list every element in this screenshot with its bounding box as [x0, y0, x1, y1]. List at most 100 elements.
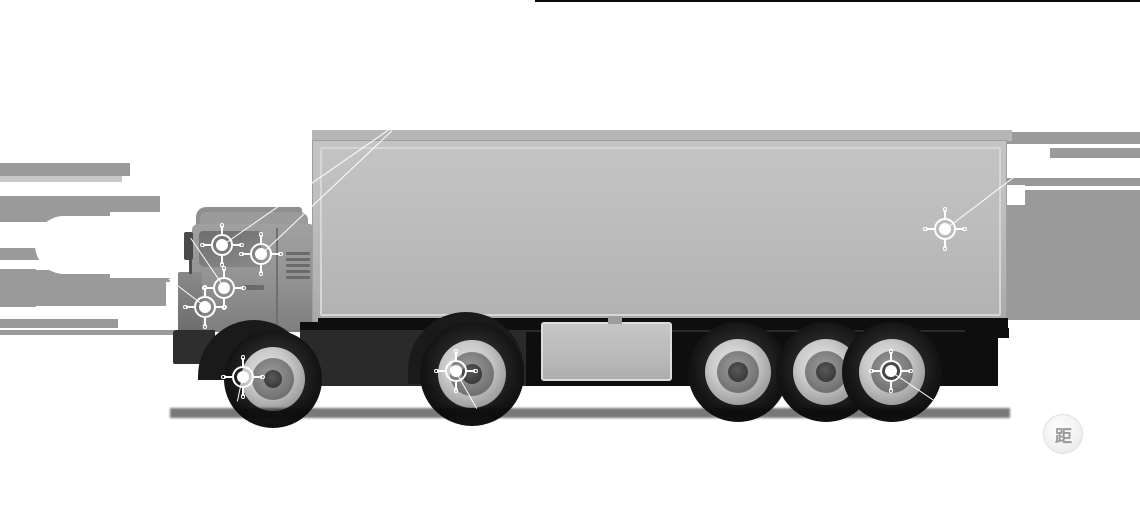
- crosshair-ring: [194, 296, 216, 318]
- crosshair-tick-bottom: [455, 382, 457, 390]
- crosshair-cap-left: [434, 368, 439, 374]
- motion-stripe: [0, 176, 122, 182]
- site-watermark-logo: 距: [1043, 414, 1083, 454]
- crosshair-cap-top: [942, 207, 948, 212]
- crosshair-tick-top: [221, 226, 223, 234]
- crosshair-core-dot: [237, 371, 249, 383]
- motion-stripe: [1000, 132, 1140, 144]
- top-rule: [535, 0, 1140, 2]
- crosshair-cap-right: [278, 251, 283, 257]
- crosshair-tick-right: [902, 370, 910, 372]
- motion-stripe: [0, 272, 170, 282]
- crosshair-cap-left: [239, 251, 244, 257]
- motion-stripe: [0, 330, 175, 335]
- hotspot-trailer-rear-panel[interactable]: [923, 207, 967, 251]
- motion-stripe: [1050, 148, 1140, 158]
- crosshair-tick-right: [254, 376, 262, 378]
- crosshair-cap-top: [202, 285, 208, 290]
- crosshair-cap-bottom: [888, 388, 894, 393]
- crosshair-tick-right: [216, 306, 224, 308]
- motion-gap: [35, 216, 120, 274]
- crosshair-ring: [934, 218, 956, 240]
- motion-stripe: [1005, 178, 1140, 186]
- crosshair-tick-left: [242, 253, 250, 255]
- crosshair-cap-top: [221, 266, 227, 271]
- cab-vent-louver: [286, 258, 310, 261]
- crosshair-cap-left: [923, 226, 928, 232]
- crosshair-cap-right: [260, 374, 265, 380]
- cab-vent-louver: [286, 276, 310, 279]
- motion-stripe: [0, 163, 130, 176]
- crosshair-tick-left: [186, 306, 194, 308]
- hotspot-front-bumper-corner[interactable]: [183, 285, 227, 329]
- crosshair-cap-top: [240, 355, 246, 360]
- crosshair-tick-right: [233, 244, 241, 246]
- hotspot-mirror-assembly[interactable]: [200, 223, 244, 267]
- cab-vent-louver: [286, 264, 310, 267]
- crosshair-core-dot: [199, 301, 211, 313]
- crosshair-ring: [213, 277, 235, 299]
- crosshair-tick-top: [260, 235, 262, 243]
- crosshair-tick-bottom: [944, 240, 946, 248]
- crosshair-tick-top: [223, 269, 225, 277]
- crosshair-tick-bottom: [221, 256, 223, 264]
- wheel-hub: [816, 362, 836, 382]
- crosshair-ring: [211, 234, 233, 256]
- crosshair-tick-bottom: [242, 388, 244, 396]
- crosshair-tick-right: [235, 287, 243, 289]
- crosshair-cap-top: [258, 232, 264, 237]
- crosshair-ring: [880, 360, 902, 382]
- crosshair-tick-left: [437, 370, 445, 372]
- crosshair-cap-bottom: [240, 394, 246, 399]
- hotspot-front-steer-wheel[interactable]: [221, 355, 265, 399]
- crosshair-cap-top: [219, 223, 225, 228]
- crosshair-tick-left: [205, 287, 213, 289]
- cab-door-seam: [276, 228, 278, 330]
- crosshair-ring: [250, 243, 272, 265]
- crosshair-ring: [445, 360, 467, 382]
- motion-gap: [1005, 185, 1025, 205]
- crosshair-ring: [232, 366, 254, 388]
- motion-gap: [110, 212, 190, 278]
- hotspot-drive-axle-wheel[interactable]: [434, 349, 478, 393]
- crosshair-tick-left: [926, 228, 934, 230]
- crosshair-cap-left: [183, 304, 188, 310]
- side-mirror: [184, 232, 193, 260]
- crosshair-cap-bottom: [202, 324, 208, 329]
- hotspot-trailer-rear-axle-wheel[interactable]: [869, 349, 913, 393]
- crosshair-core-dot: [218, 282, 230, 294]
- crosshair-cap-left: [221, 374, 226, 380]
- crosshair-core-dot: [450, 365, 462, 377]
- crosshair-tick-top: [944, 210, 946, 218]
- crosshair-cap-right: [239, 242, 244, 248]
- crosshair-tick-right: [956, 228, 964, 230]
- crosshair-cap-right: [908, 368, 913, 374]
- trailer-side-panel: [320, 147, 1001, 316]
- crosshair-tick-top: [204, 288, 206, 296]
- crosshair-cap-bottom: [942, 246, 948, 251]
- crosshair-tick-top: [242, 358, 244, 366]
- motion-stripe: [0, 319, 118, 328]
- crosshair-cap-bottom: [258, 271, 264, 276]
- motion-stripe: [1000, 190, 1140, 320]
- crosshair-tick-right: [272, 253, 280, 255]
- crosshair-cap-right: [473, 368, 478, 374]
- crosshair-cap-left: [200, 242, 205, 248]
- wheel-hub: [728, 362, 748, 382]
- crosshair-tick-right: [467, 370, 475, 372]
- trailer-rear-bumper: [965, 328, 1009, 338]
- crosshair-cap-bottom: [453, 388, 459, 393]
- cab-vent-louver: [286, 252, 310, 255]
- crosshair-core-dot: [885, 365, 897, 377]
- trailer-roof-overhang: [312, 130, 1012, 141]
- crosshair-core-dot: [939, 223, 951, 235]
- cab-vent-louver: [286, 270, 310, 273]
- crosshair-tick-bottom: [890, 382, 892, 390]
- crosshair-cap-top: [888, 349, 894, 354]
- hotspot-cab-upper-panel[interactable]: [239, 232, 283, 276]
- motion-gap: [0, 182, 60, 196]
- crosshair-tick-bottom: [223, 299, 225, 307]
- storage-box-latch: [608, 316, 622, 324]
